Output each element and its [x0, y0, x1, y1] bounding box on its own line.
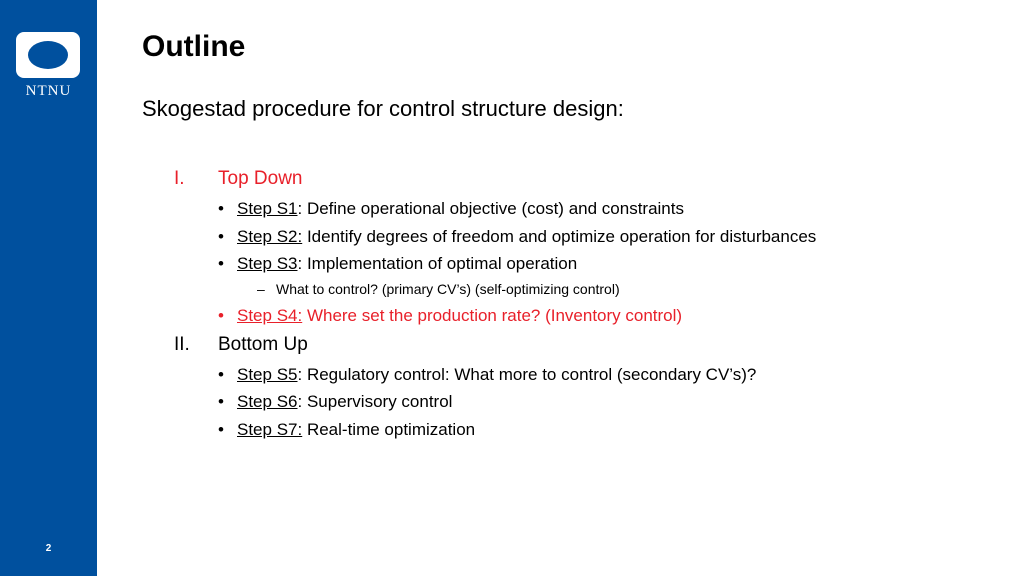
- bullet-icon: •: [218, 227, 224, 246]
- list-item-text: Step S3: Implementation of optimal opera…: [237, 254, 577, 274]
- list-item-text: Step S4: Where set the production rate? …: [237, 306, 682, 326]
- step-text: Where set the production rate? (Inventor…: [302, 306, 683, 325]
- step-link-s5[interactable]: Step S5: [237, 365, 298, 384]
- ntnu-logo-icon: [16, 32, 80, 78]
- section-numeral: II.: [174, 334, 190, 355]
- step-link-s1[interactable]: Step S1: [237, 199, 298, 218]
- bullet-icon: •: [218, 365, 224, 384]
- step-text: : Implementation of optimal operation: [297, 254, 578, 273]
- bullet-icon: •: [218, 199, 224, 218]
- section-label: Top Down: [218, 168, 303, 189]
- list-item-text: Step S2: Identify degrees of freedom and…: [237, 227, 816, 247]
- page-subtitle: Skogestad procedure for control structur…: [142, 96, 624, 121]
- page-number: 2: [45, 543, 52, 554]
- step-text: Identify degrees of freedom and optimize…: [302, 227, 817, 246]
- page-title: Outline: [142, 30, 246, 63]
- step-link-s2[interactable]: Step S2:: [237, 227, 303, 246]
- list-item-text: Step S6: Supervisory control: [237, 392, 452, 412]
- list-item-text: Step S5: Regulatory control: What more t…: [237, 365, 756, 385]
- logo-text: NTNU: [25, 83, 72, 99]
- bullet-icon: •: [218, 392, 224, 411]
- step-text: : Supervisory control: [297, 392, 453, 411]
- step-text: : Regulatory control: What more to contr…: [297, 365, 757, 384]
- sidebar: NTNU 2: [0, 0, 97, 576]
- list-item-text: Step S1: Define operational objective (c…: [237, 199, 684, 219]
- bullet-icon: •: [218, 306, 224, 325]
- bullet-icon: •: [218, 420, 224, 439]
- step-link-s4[interactable]: Step S4:: [237, 306, 303, 325]
- step-link-s3[interactable]: Step S3: [237, 254, 298, 273]
- step-text: : Define operational objective (cost) an…: [297, 199, 684, 218]
- logo-mark-hole: [28, 41, 68, 69]
- bullet-icon: •: [218, 254, 224, 273]
- list-item-text: Step S7: Real-time optimization: [237, 420, 475, 440]
- step-link-s7[interactable]: Step S7:: [237, 420, 303, 439]
- sub-item-text: What to control? (primary CV’s) (self-op…: [276, 281, 620, 297]
- section-numeral: I.: [174, 168, 185, 189]
- step-text: Real-time optimization: [302, 420, 476, 439]
- section-label: Bottom Up: [218, 334, 308, 355]
- step-link-s6[interactable]: Step S6: [237, 392, 298, 411]
- dash-icon: –: [257, 281, 265, 297]
